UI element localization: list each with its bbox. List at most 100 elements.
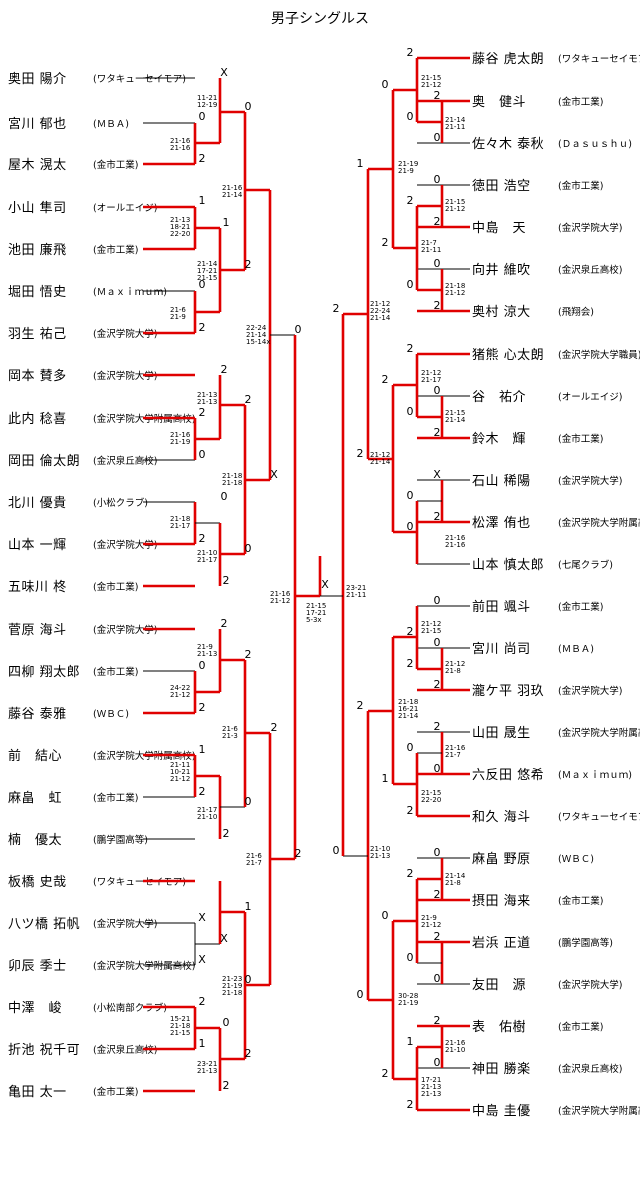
match-score: 21-11 bbox=[421, 246, 441, 254]
right-player-affiliation: (七尾クラブ) bbox=[558, 559, 613, 571]
match-score: 21-18 bbox=[222, 989, 242, 997]
match-result-marker: X bbox=[270, 468, 278, 481]
match-result-marker: 0 bbox=[434, 762, 441, 775]
match-score: 21-10 bbox=[370, 845, 390, 853]
match-score: 21-17 bbox=[197, 556, 217, 564]
match-result-marker: 2 bbox=[407, 46, 414, 59]
page-title: 男子シングルス bbox=[271, 11, 369, 27]
right-player-name: 佐々木 泰秋 bbox=[472, 137, 544, 152]
match-score: 21-17 bbox=[197, 806, 217, 814]
right-player-name: 猪熊 心太朗 bbox=[472, 347, 544, 363]
right-player-name: 奥村 涼大 bbox=[472, 305, 531, 320]
match-score: 21-8 bbox=[445, 879, 461, 887]
right-player-affiliation: (金市工業) bbox=[558, 601, 603, 613]
match-result-marker: 0 bbox=[434, 173, 441, 186]
match-score: 21-9 bbox=[197, 643, 213, 651]
match-result-marker: 2 bbox=[434, 930, 441, 943]
left-player-name: 前 結心 bbox=[8, 748, 62, 764]
right-player-name: 中島 天 bbox=[472, 221, 526, 236]
match-result-marker: 2 bbox=[434, 89, 441, 102]
match-score: 21-15 bbox=[306, 602, 326, 610]
right-player-name: 徳田 浩空 bbox=[472, 179, 531, 194]
match-result-marker: 1 bbox=[407, 1035, 414, 1048]
match-score: 21-15 bbox=[421, 627, 441, 635]
match-result-marker: 0 bbox=[245, 542, 252, 555]
left-player-name: 中澤 峻 bbox=[8, 1000, 62, 1016]
match-score: 21-16 bbox=[445, 744, 466, 752]
match-result-marker: 1 bbox=[199, 1037, 206, 1050]
match-result-marker: 2 bbox=[382, 373, 389, 386]
match-result-marker: X bbox=[198, 911, 206, 924]
match-score: 21-12 bbox=[421, 620, 441, 628]
left-player-affiliation: (小松南部クラブ) bbox=[93, 1002, 167, 1014]
left-player-name: 八ツ橋 拓帆 bbox=[8, 917, 80, 932]
right-player-affiliation: (ワタキューセイモア) bbox=[558, 54, 640, 65]
left-player-affiliation: (金沢学院大学) bbox=[93, 624, 157, 636]
match-result-marker: 1 bbox=[199, 194, 206, 207]
match-result-marker: 2 bbox=[434, 510, 441, 523]
match-score: 15-14x bbox=[246, 338, 270, 346]
right-player-name: 松澤 侑也 bbox=[472, 516, 531, 531]
left-player-name: 小山 隼司 bbox=[8, 200, 67, 216]
match-score: 21-14 bbox=[398, 712, 419, 720]
match-score: 21-7 bbox=[445, 751, 461, 759]
left-player-name: 池田 廉飛 bbox=[8, 242, 67, 258]
match-score: 21-16 bbox=[270, 590, 291, 598]
match-score: 21-18 bbox=[398, 698, 418, 706]
match-score: 17-21 bbox=[306, 609, 326, 617]
match-result-marker: 2 bbox=[199, 995, 206, 1008]
match-score: 21-15 bbox=[421, 74, 441, 82]
match-result-marker: 0 bbox=[245, 973, 252, 986]
match-score: 21-15 bbox=[445, 409, 465, 417]
match-score: 23-21 bbox=[197, 1060, 217, 1068]
match-score: 21-7 bbox=[246, 859, 262, 867]
right-player-name: 鈴木 輝 bbox=[472, 432, 526, 447]
match-score: 21-19 bbox=[170, 438, 190, 446]
match-result-marker: 1 bbox=[382, 772, 389, 785]
match-result-marker: 1 bbox=[245, 900, 252, 913]
match-score: 21-13 bbox=[170, 216, 190, 224]
left-player-name: 此内 稔喜 bbox=[8, 411, 67, 427]
right-player-name: 中島 圭優 bbox=[472, 1104, 531, 1119]
match-score: 21-13 bbox=[197, 391, 217, 399]
left-player-affiliation: (金市工業) bbox=[93, 581, 138, 593]
match-score: 21-13 bbox=[421, 1090, 441, 1098]
match-result-marker: X bbox=[433, 468, 441, 481]
right-player-name: 瀧ケ平 羽玖 bbox=[472, 683, 544, 699]
left-player-affiliation: (金市工業) bbox=[93, 666, 138, 678]
right-player-name: 友田 源 bbox=[472, 977, 526, 993]
match-result-marker: 2 bbox=[434, 426, 441, 439]
right-player-affiliation: (金沢学院大学) bbox=[558, 222, 622, 234]
match-result-marker: 0 bbox=[407, 278, 414, 291]
match-result-marker: 0 bbox=[434, 846, 441, 859]
left-player-name: 卯辰 季士 bbox=[8, 959, 67, 974]
match-score: 21-12 bbox=[421, 369, 441, 377]
match-result-marker: 2 bbox=[407, 625, 414, 638]
match-result-marker: 0 bbox=[434, 636, 441, 649]
match-result-marker: 0 bbox=[295, 323, 302, 336]
left-player-affiliation: (ＭＢＡ) bbox=[93, 119, 129, 130]
match-result-marker: 2 bbox=[245, 393, 252, 406]
left-player-name: 四柳 翔太郎 bbox=[8, 665, 80, 680]
right-player-name: 神田 勝楽 bbox=[472, 1061, 531, 1077]
left-player-name: 麻畠 虹 bbox=[8, 790, 62, 806]
left-player-affiliation: (金沢学院大学) bbox=[93, 370, 157, 382]
match-result-marker: 0 bbox=[407, 741, 414, 754]
match-result-marker: X bbox=[198, 953, 206, 966]
match-score: 17-21 bbox=[421, 1076, 441, 1084]
match-score: 21-3 bbox=[222, 732, 238, 740]
match-result-marker: 2 bbox=[199, 321, 206, 334]
match-score: 21-12 bbox=[445, 205, 465, 213]
match-score: 30-28 bbox=[398, 992, 418, 1000]
match-result-marker: 0 bbox=[199, 448, 206, 461]
right-player-affiliation: (金市工業) bbox=[558, 1021, 603, 1033]
match-score: 21-17 bbox=[170, 522, 190, 530]
right-player-name: 表 佑樹 bbox=[472, 1020, 526, 1035]
match-result-marker: 0 bbox=[407, 520, 414, 533]
match-score: 21-18 bbox=[445, 282, 465, 290]
match-score: 21-19 bbox=[222, 982, 242, 990]
left-player-name: 岡田 倫太朗 bbox=[8, 454, 80, 469]
match-result-marker: X bbox=[220, 932, 228, 945]
left-player-affiliation: (ＷＢＣ) bbox=[93, 709, 129, 720]
